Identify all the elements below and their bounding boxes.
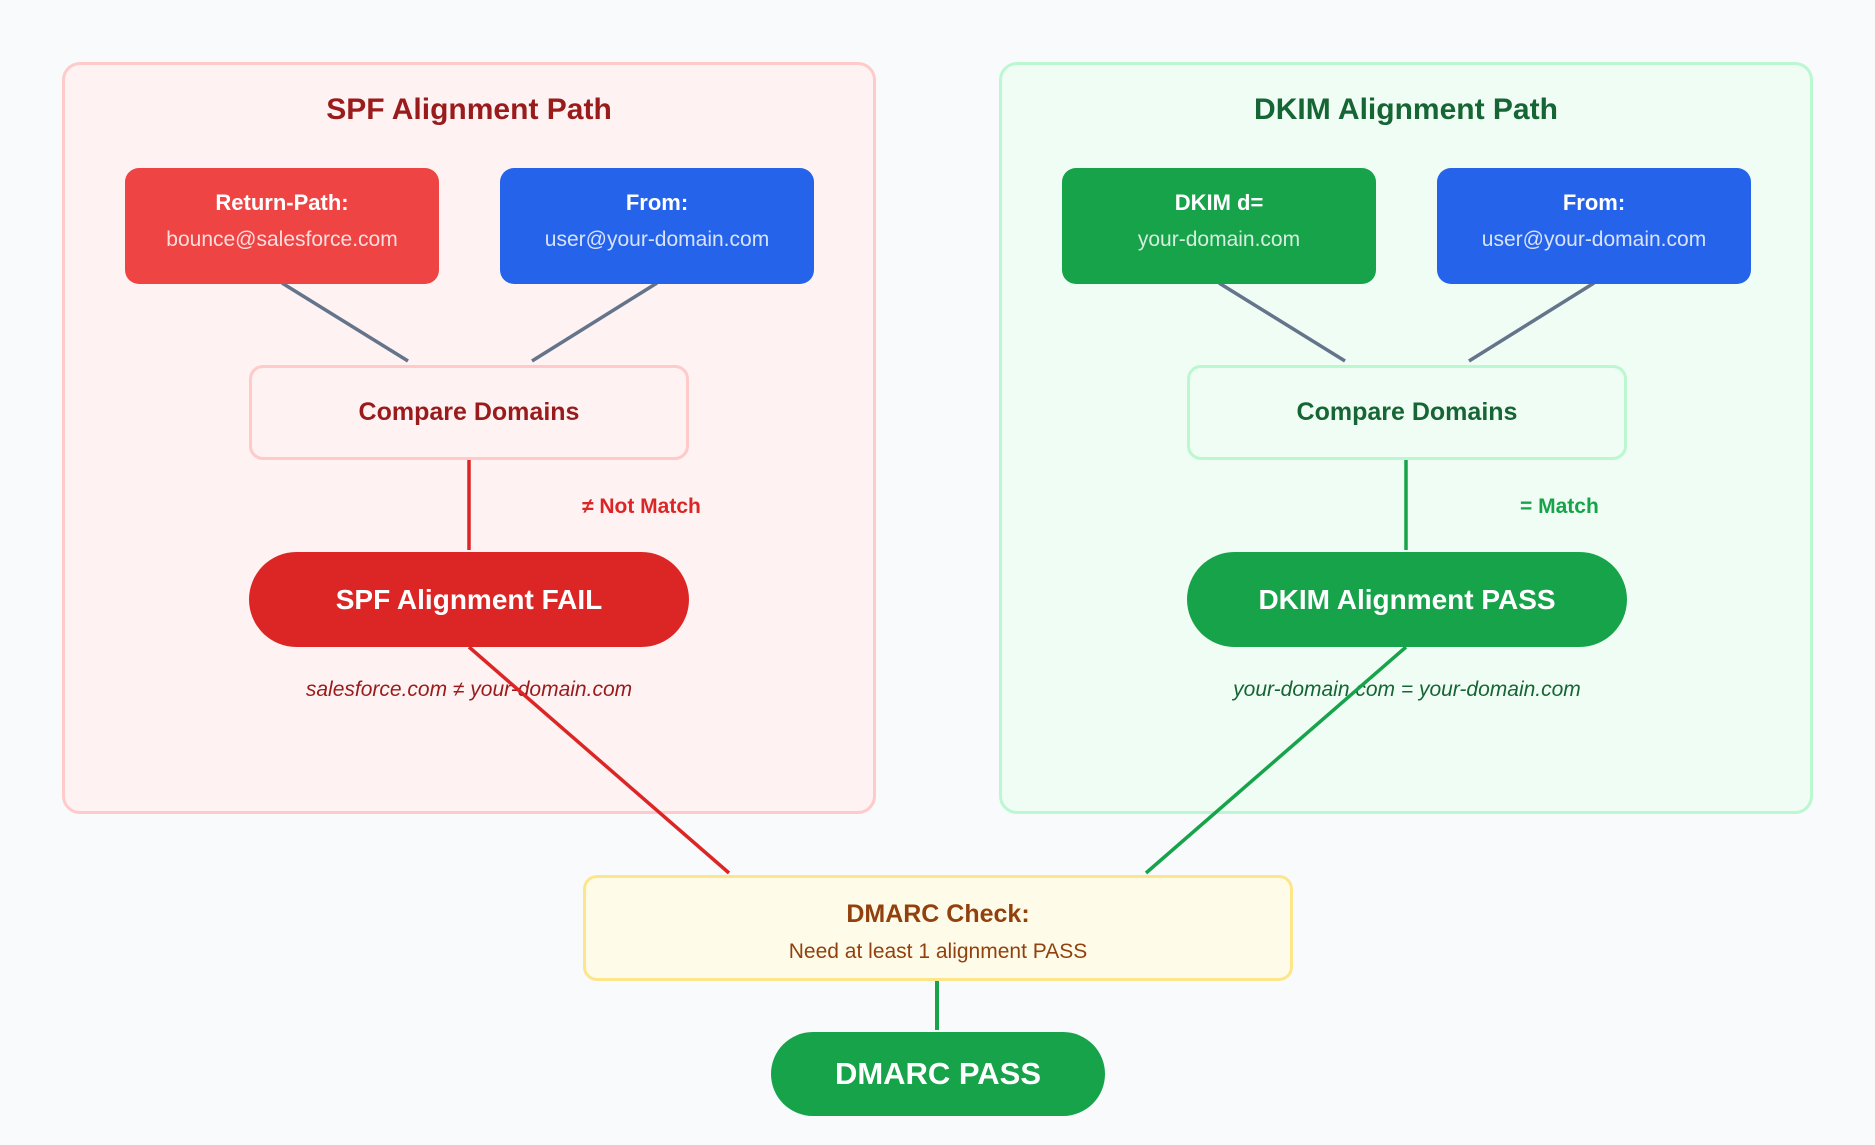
spf-from-label: From: (625, 190, 689, 215)
spf-from-value: user@your-domain.com (544, 228, 770, 251)
return-path-label: Return-Path: (215, 190, 349, 215)
dkim-alignment-pass-badge: DKIM Alignment PASS (1187, 552, 1627, 647)
return-path-box: Return-Path: bounce@salesforce.com (125, 168, 439, 284)
dkim-from-value: user@your-domain.com (1481, 228, 1707, 251)
spf-alignment-fail-badge: SPF Alignment FAIL (249, 552, 689, 647)
spf-panel-title: SPF Alignment Path (326, 93, 612, 126)
dmarc-check-subtitle: Need at least 1 alignment PASS (788, 940, 1088, 963)
dkim-compare-domains: Compare Domains (1187, 365, 1627, 460)
dkim-d-label: DKIM d= (1174, 190, 1264, 215)
dmarc-check-title: DMARC Check: (846, 900, 1030, 928)
dmarc-pass-badge: DMARC PASS (771, 1032, 1105, 1116)
spf-from-box: From: user@your-domain.com (500, 168, 814, 284)
dkim-from-label: From: (1562, 190, 1626, 215)
spf-not-match-label: ≠ Not Match (582, 495, 701, 518)
spf-compare-domains: Compare Domains (249, 365, 689, 460)
dmarc-check-box: DMARC Check: Need at least 1 alignment P… (583, 875, 1293, 981)
dkim-d-value: your-domain.com (1137, 228, 1301, 251)
spf-domain-comparison: salesforce.com ≠ your-domain.com (305, 678, 633, 701)
dkim-domain-comparison: your-domain.com = your-domain.com (1233, 678, 1581, 701)
dkim-panel-title: DKIM Alignment Path (1254, 93, 1558, 126)
dkim-from-box: From: user@your-domain.com (1437, 168, 1751, 284)
dkim-d-box: DKIM d= your-domain.com (1062, 168, 1376, 284)
dkim-match-label: = Match (1520, 495, 1599, 518)
return-path-value: bounce@salesforce.com (166, 228, 398, 251)
